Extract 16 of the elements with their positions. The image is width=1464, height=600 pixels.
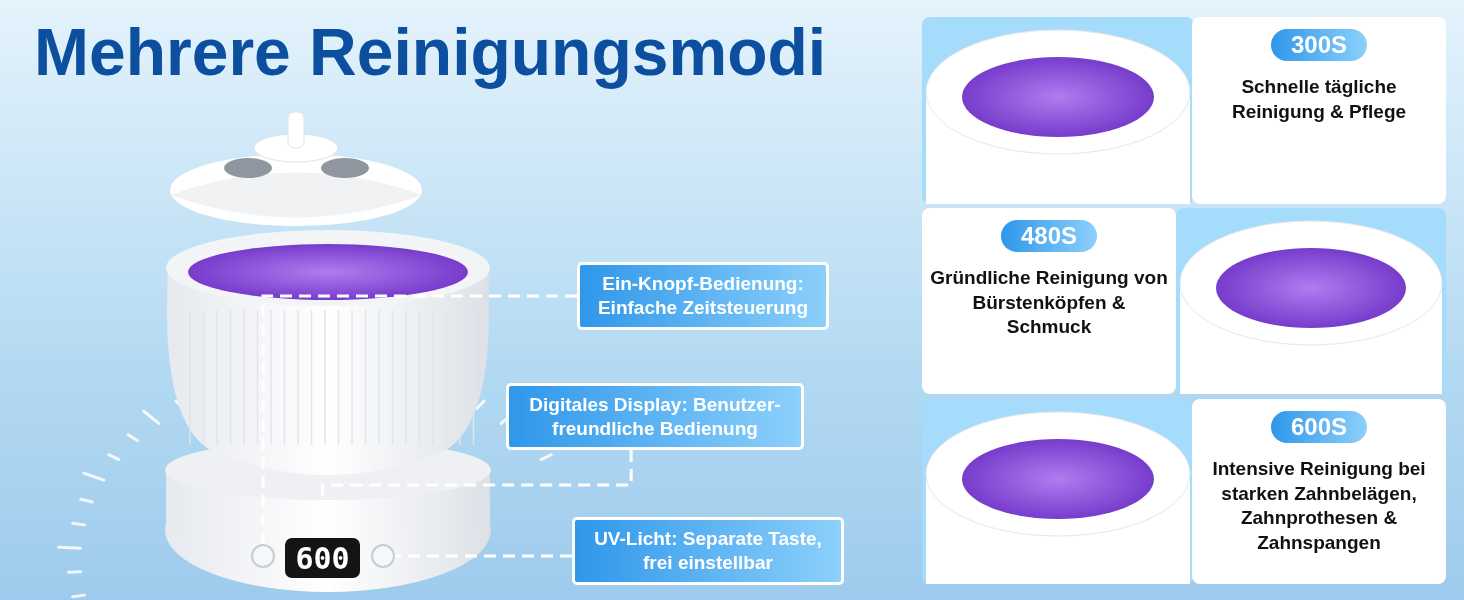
digital-display: 600	[285, 538, 360, 578]
leader-line	[261, 294, 577, 544]
mode-description: Intensive Reinigung bei starken Zahnbelägen, Zahnprothesen & Zahnspangen	[1211, 457, 1427, 556]
mode-description: Gründliche Reinigung von Bürstenköpfen & Schmuck	[929, 266, 1169, 340]
time-badge: 480S	[1000, 220, 1098, 252]
title: Mehrere Reinigungsmodi	[34, 14, 827, 90]
mode-card	[1192, 399, 1446, 584]
callout-box: UV-Licht: Separate Taste, frei einstellbar	[572, 517, 844, 585]
time-badge: 600S	[1270, 411, 1368, 443]
mode-description: Schnelle tägliche Reinigung & Pflege	[1230, 75, 1408, 124]
time-badge: 300S	[1270, 29, 1368, 61]
callout-box: Ein-Knopf-Bedienung: Einfache Zeitsteuerung	[577, 262, 829, 330]
mode-card	[922, 208, 1176, 394]
callout-box: Digitales Display: Benutzer-freundliche Bedienung	[506, 383, 804, 450]
leader-line	[395, 554, 572, 558]
mode-card	[1192, 17, 1446, 204]
